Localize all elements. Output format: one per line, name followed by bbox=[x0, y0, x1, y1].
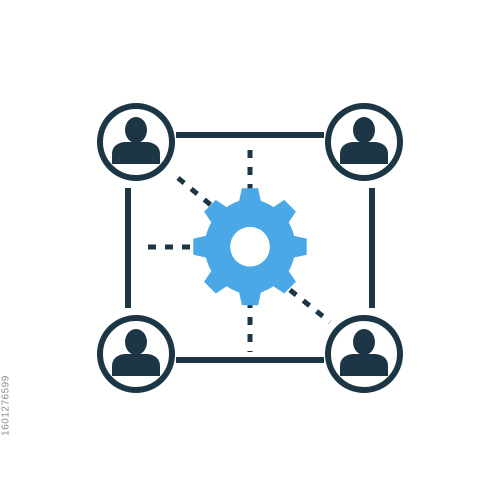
dashed-link-topleft bbox=[176, 176, 214, 208]
person-node-bottom-right bbox=[325, 315, 403, 393]
stock-image-id: 1601276599 bbox=[0, 375, 12, 436]
person-node-top-left bbox=[97, 103, 175, 181]
person-node-bottom-left bbox=[97, 315, 175, 393]
connection-lines bbox=[125, 132, 375, 363]
person-icon bbox=[340, 117, 388, 164]
gear-icon bbox=[193, 188, 307, 306]
person-node-top-right bbox=[325, 103, 403, 181]
dashed-link-bottomright bbox=[288, 288, 332, 324]
person-icon bbox=[112, 329, 160, 376]
person-icon bbox=[340, 329, 388, 376]
person-icon bbox=[112, 117, 160, 164]
